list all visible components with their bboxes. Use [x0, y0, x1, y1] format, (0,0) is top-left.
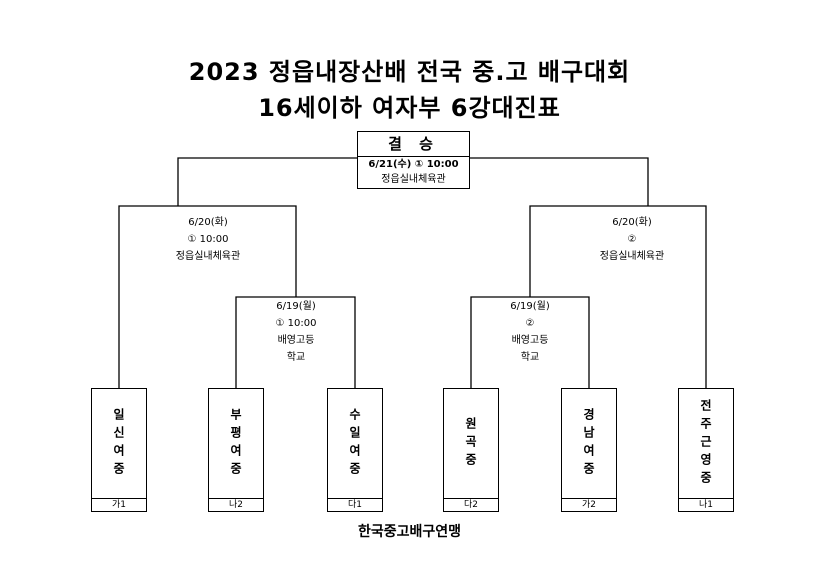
quarterfinal-venue-line1: 배영고등	[277, 335, 315, 346]
semifinal-date: 6/20(화)	[612, 217, 652, 228]
right-semifinal-connector	[529, 205, 707, 388]
semifinal-time: ②	[627, 234, 637, 245]
final-match-box: 결 승 6/21(수) ① 10:00 정읍실내체육관	[357, 131, 470, 189]
left-semifinal-info: 6/20(화) ① 10:00 정읍실내체육관	[148, 214, 268, 265]
semifinal-time: ① 10:00	[187, 234, 229, 245]
team-name: 일신여중	[111, 407, 126, 480]
right-semifinal-info: 6/20(화) ② 정읍실내체육관	[572, 214, 692, 265]
title-line-1: 2023 정읍내장산배 전국 중.고 배구대회	[188, 58, 631, 86]
team-seed: 가1	[92, 498, 146, 512]
team-box-3: 수일여중 다1	[327, 388, 383, 512]
semifinal-date: 6/20(화)	[188, 217, 228, 228]
quarterfinal-date: 6/19(월)	[510, 301, 550, 312]
team-seed: 나1	[679, 498, 733, 512]
quarterfinal-venue-line2: 학교	[520, 352, 540, 363]
left-quarterfinal-connector	[235, 296, 356, 388]
right-quarterfinal-connector	[470, 296, 590, 388]
team-seed: 다1	[328, 498, 382, 512]
team-seed: 가2	[562, 498, 616, 512]
quarterfinal-date: 6/19(월)	[276, 301, 316, 312]
team-box-4: 원곡중 다2	[443, 388, 499, 512]
quarterfinal-venue-line2: 학교	[286, 352, 306, 363]
team-box-6: 전주근영중 나1	[678, 388, 734, 512]
title-line-2: 16세이하 여자부 6강대진표	[258, 94, 561, 122]
final-label: 결 승	[358, 132, 469, 157]
footer-organization: 한국중고배구연맹	[357, 524, 462, 540]
semifinal-venue: 정읍실내체육관	[175, 251, 241, 262]
final-datetime: 6/21(수) ① 10:00	[368, 159, 459, 170]
team-box-2: 부평여중 나2	[208, 388, 264, 512]
team-seed: 나2	[209, 498, 263, 512]
left-quarterfinal-info: 6/19(월) ① 10:00 배영고등 학교	[246, 298, 346, 366]
team-name: 원곡중	[463, 416, 478, 471]
final-venue: 정읍실내체육관	[381, 174, 446, 185]
quarterfinal-time: ②	[525, 318, 535, 329]
team-box-1: 일신여중 가1	[91, 388, 147, 512]
right-quarterfinal-info: 6/19(월) ② 배영고등 학교	[480, 298, 580, 366]
left-semifinal-connector	[118, 205, 297, 388]
team-seed: 다2	[444, 498, 498, 512]
team-name: 전주근영중	[698, 398, 713, 489]
team-name: 부평여중	[228, 407, 243, 480]
quarterfinal-venue-line1: 배영고등	[511, 335, 549, 346]
semifinal-venue: 정읍실내체육관	[599, 251, 665, 262]
team-box-5: 경남여중 가2	[561, 388, 617, 512]
final-connector	[177, 157, 649, 206]
team-name: 수일여중	[347, 407, 362, 480]
quarterfinal-time: ① 10:00	[275, 318, 317, 329]
team-name: 경남여중	[581, 407, 596, 480]
